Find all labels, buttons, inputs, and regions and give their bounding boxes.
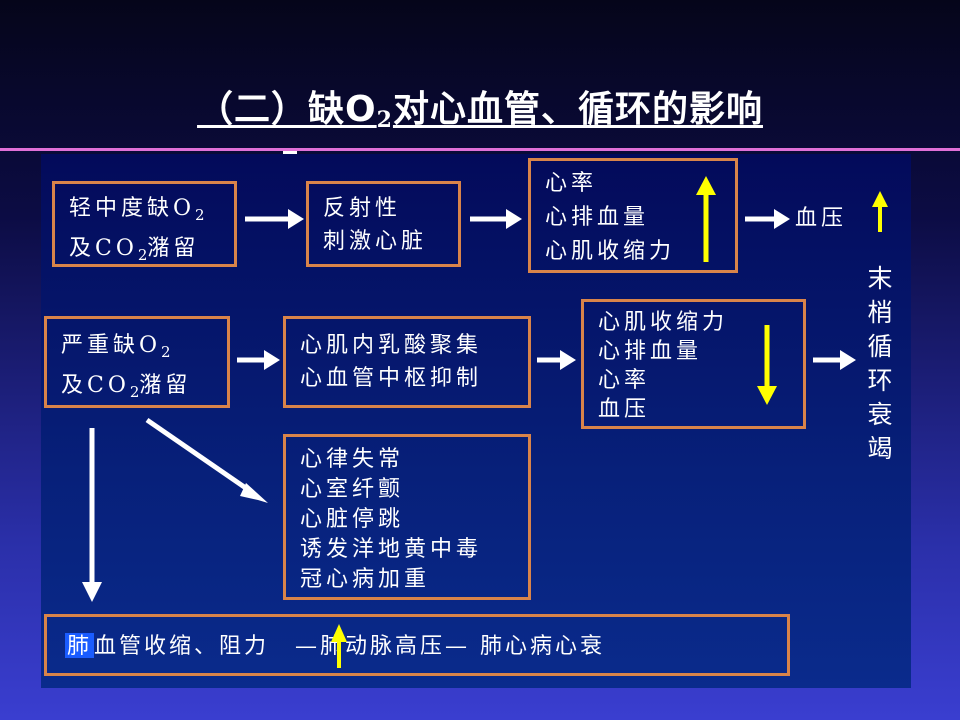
arrow-mild-to-reflex <box>245 209 304 229</box>
mild-line1-sub: 2 <box>195 206 205 224</box>
severe-line2-pre: 及CO <box>61 373 130 398</box>
arrow-severe-to-lactic <box>237 350 280 370</box>
mild-line1: 轻中度缺O <box>69 196 196 221</box>
box-reflex: 反射性 刺激心脏 <box>306 181 461 267</box>
arrow-severe-to-arrhythmia <box>145 417 268 503</box>
severe-line2-post: 潴留 <box>139 373 192 398</box>
arrow-lactic-to-decrease <box>537 350 576 370</box>
mild-line2-post: 潴留 <box>147 236 200 261</box>
box-arrhythmia: 心律失常 心室纤颤 心脏停跳 诱发洋地黄中毒 冠心病加重 <box>283 434 531 600</box>
arrhythmia-line1: 心律失常 <box>300 447 405 472</box>
title-divider <box>0 148 960 151</box>
page-title: （二）缺O2对心血管、循环的影响 <box>0 80 960 133</box>
side-char-1: 末 <box>867 264 893 293</box>
box-cardiac-decrease: 心肌收缩力 心排血量 心率 血压 <box>581 299 806 429</box>
pulmonary-pre: 血管收缩、阻力 <box>94 634 270 659</box>
arrhythmia-line2: 心室纤颤 <box>300 477 405 502</box>
increase-line1: 心率 <box>545 171 598 196</box>
bp-up-text: 血压 <box>795 206 848 231</box>
title-subscript: 2 <box>376 107 393 133</box>
arrow-decrease-to-failure <box>813 350 856 370</box>
mild-line2-pre: 及CO <box>69 236 138 261</box>
decrease-line1: 心肌收缩力 <box>598 310 729 335</box>
side-char-5: 衰 <box>867 400 893 429</box>
box-severe-hypoxia: 严重缺O2 及CO2潴留 <box>44 316 230 408</box>
title-text-post: 对心血管、循环的影响 <box>392 89 763 130</box>
box-lactic: 心肌内乳酸聚集 心血管中枢抑制 <box>283 316 531 408</box>
arrhythmia-line5: 冠心病加重 <box>300 567 431 592</box>
side-char-3: 循 <box>867 332 893 361</box>
box-mild-hypoxia: 轻中度缺O2 及CO2潴留 <box>52 181 237 267</box>
box-pulmonary: 肺血管收缩、阻力 —肺动脉高压— 肺心病心衰 <box>44 614 790 676</box>
increase-line3: 心肌收缩力 <box>545 239 676 264</box>
lactic-line2: 心血管中枢抑制 <box>300 366 483 391</box>
pulmonary-post: —肺动脉高压— 肺心病心衰 <box>295 634 606 659</box>
decrease-line4: 血压 <box>598 397 651 422</box>
side-char-6: 竭 <box>867 434 893 463</box>
side-char-2: 梢 <box>867 298 893 327</box>
arrow-increase-to-bp <box>745 209 790 229</box>
pulmonary-highlight: 肺 <box>65 633 95 658</box>
yellow-up-arrow-bp <box>872 191 888 232</box>
mild-line2-sub: 2 <box>137 246 148 264</box>
yellow-up-arrow-pulmonary <box>331 624 347 668</box>
title-text-pre: （二）缺O <box>197 89 377 130</box>
side-char-4: 环 <box>867 366 893 395</box>
lactic-line1: 心肌内乳酸聚集 <box>300 333 483 358</box>
severe-line1: 严重缺O <box>61 333 162 358</box>
arrhythmia-line4: 诱发洋地黄中毒 <box>300 537 483 562</box>
arrhythmia-line3: 心脏停跳 <box>300 507 405 532</box>
bp-up-label: 血压 <box>795 200 847 232</box>
increase-line2: 心排血量 <box>545 205 650 230</box>
yellow-up-arrow-increase <box>696 176 716 262</box>
decrease-line3: 心率 <box>598 368 651 393</box>
yellow-down-arrow-decrease <box>757 325 777 405</box>
peripheral-failure-label: 末 梢 循 环 衰 竭 <box>862 262 898 466</box>
severe-line1-sub: 2 <box>161 343 171 361</box>
reflex-line2: 刺激心脏 <box>323 229 428 254</box>
arrow-reflex-to-increase <box>470 209 522 229</box>
decrease-line2: 心排血量 <box>598 339 703 364</box>
reflex-line1: 反射性 <box>323 196 402 221</box>
arrow-severe-to-pulmonary <box>82 428 102 602</box>
severe-line2-sub: 2 <box>129 383 140 401</box>
box-cardiac-increase: 心率 心排血量 心肌收缩力 <box>528 158 738 273</box>
